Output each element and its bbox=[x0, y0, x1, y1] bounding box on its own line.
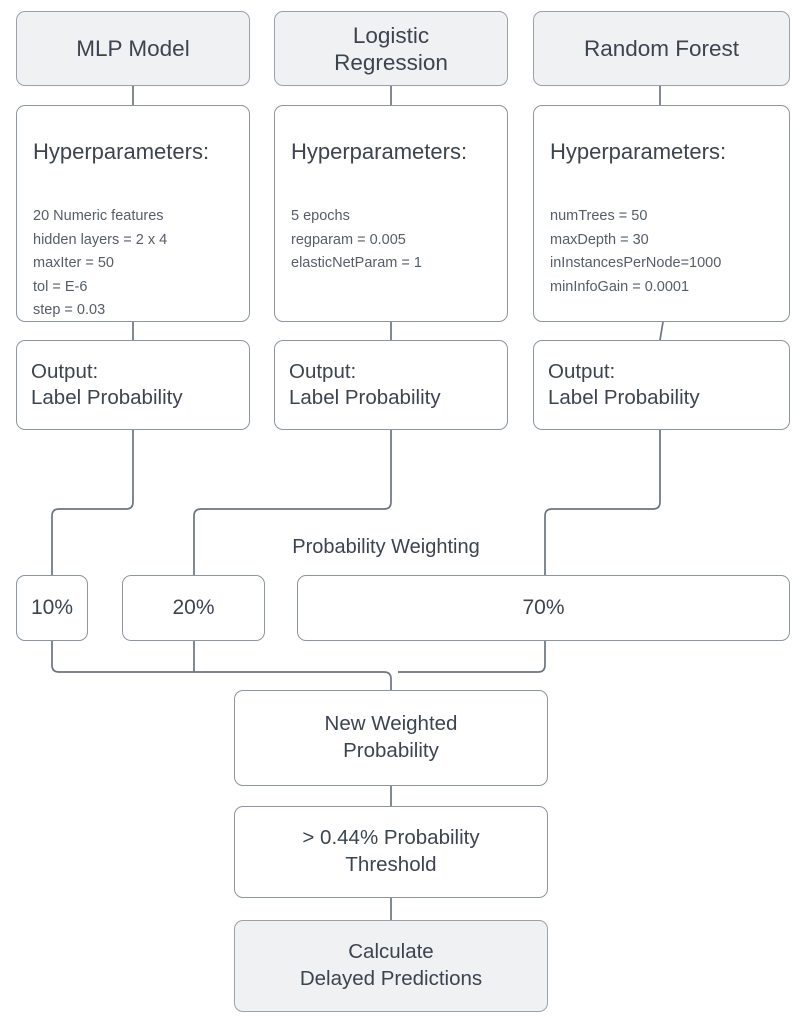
node-weight-mlp[interactable]: 10% bbox=[16, 575, 88, 641]
node-weight-logreg-label: 20% bbox=[172, 596, 215, 620]
rf-hyperparameters-heading: Hyperparameters: bbox=[550, 138, 727, 164]
node-new-weighted-probability-label: New Weighted Probability bbox=[324, 712, 458, 762]
node-random-forest-hyperparameters[interactable]: Hyperparameters: numTrees = 50 maxDepth … bbox=[533, 105, 790, 322]
node-mlp-output-label: Output: Label Probability bbox=[31, 359, 183, 409]
node-mlp-model[interactable]: MLP Model bbox=[16, 11, 250, 86]
edge-rf-hyper-to-output bbox=[659, 321, 664, 341]
logreg-hyperparameters-heading: Hyperparameters: bbox=[291, 138, 468, 164]
node-logistic-regression-hyperparameters[interactable]: Hyperparameters: 5 epochs regparam = 0.0… bbox=[274, 105, 508, 322]
node-random-forest-output[interactable]: Output: Label Probability bbox=[533, 340, 790, 430]
node-logistic-regression[interactable]: Logistic Regression bbox=[274, 11, 508, 86]
node-logreg-output-label: Output: Label Probability bbox=[289, 359, 441, 409]
node-calculate-delayed-predictions-label: Calculate Delayed Predictions bbox=[299, 940, 483, 990]
node-probability-threshold-label: > 0.44% Probability Threshold bbox=[302, 826, 480, 876]
node-mlp-hyperparameters[interactable]: Hyperparameters: 20 Numeric features hid… bbox=[16, 105, 250, 322]
node-new-weighted-probability[interactable]: New Weighted Probability bbox=[234, 690, 548, 786]
node-rf-output-label: Output: Label Probability bbox=[548, 359, 700, 409]
node-logistic-regression-label: Logistic Regression bbox=[334, 22, 448, 75]
node-mlp-model-label: MLP Model bbox=[76, 36, 190, 61]
edge-weight-rf-to-merge bbox=[398, 641, 546, 673]
mlp-hyperparameters-list: 20 Numeric features hidden layers = 2 x … bbox=[33, 208, 168, 319]
node-logistic-regression-output[interactable]: Output: Label Probability bbox=[274, 340, 508, 430]
node-calculate-delayed-predictions[interactable]: Calculate Delayed Predictions bbox=[234, 920, 548, 1012]
node-random-forest[interactable]: Random Forest bbox=[533, 11, 790, 86]
node-probability-threshold[interactable]: > 0.44% Probability Threshold bbox=[234, 806, 548, 898]
mlp-hyperparameters-heading: Hyperparameters: bbox=[33, 138, 210, 164]
edge-mlp-output-to-weight bbox=[51, 430, 134, 575]
node-weight-mlp-label: 10% bbox=[30, 596, 74, 620]
node-weight-rf-label: 70% bbox=[522, 596, 565, 620]
node-weight-logistic-regression[interactable]: 20% bbox=[122, 575, 265, 641]
edge-weight-mlp-to-merge bbox=[51, 641, 392, 690]
rf-hyperparameters-list: numTrees = 50 maxDepth = 30 inInstancesP… bbox=[550, 208, 722, 295]
node-mlp-output[interactable]: Output: Label Probability bbox=[16, 340, 250, 430]
logreg-hyperparameters-list: 5 epochs regparam = 0.005 elasticNetPara… bbox=[291, 208, 422, 272]
edge-rf-output-to-weight bbox=[544, 430, 661, 575]
node-random-forest-label: Random Forest bbox=[583, 36, 740, 61]
probability-weighting-label: Probability Weighting bbox=[292, 536, 480, 558]
node-weight-random-forest[interactable]: 70% bbox=[297, 575, 790, 641]
